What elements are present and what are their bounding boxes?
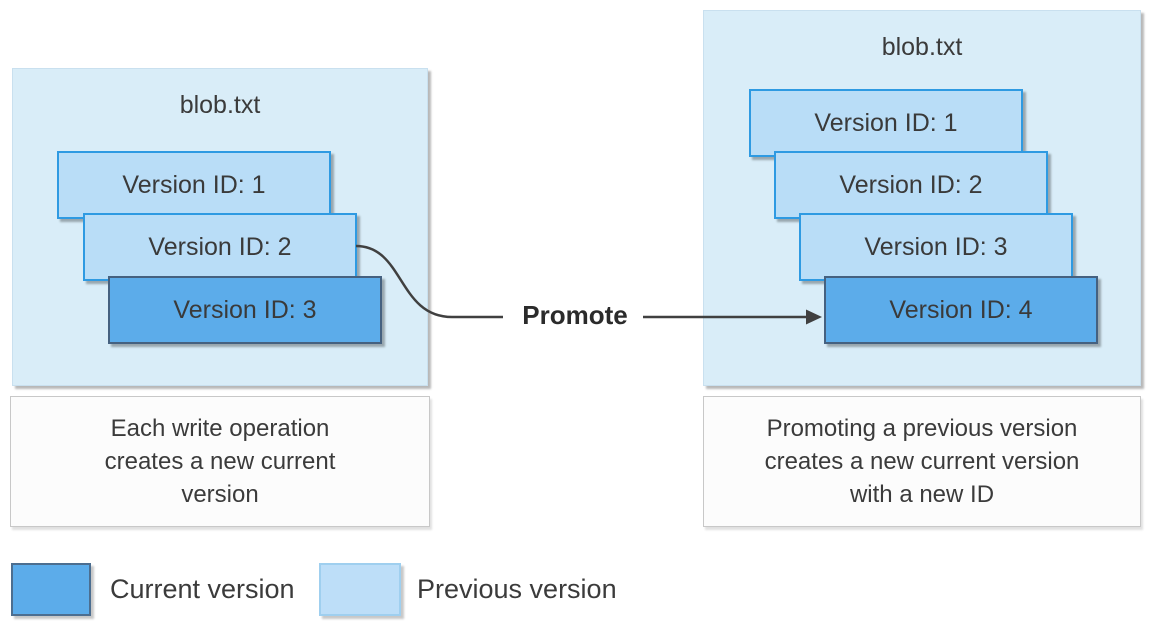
left-version-3-current-box: Version ID: 3	[108, 276, 382, 344]
right-version-1-label: Version ID: 1	[814, 108, 958, 137]
right-caption-box: Promoting a previous version creates a n…	[703, 396, 1141, 527]
left-version-1-box: Version ID: 1	[57, 151, 331, 219]
legend-current-version-label: Current version	[110, 574, 295, 604]
legend-current-version-swatch	[11, 563, 91, 616]
right-caption-text: Promoting a previous version creates a n…	[764, 415, 1080, 508]
legend-previous-version-swatch	[319, 563, 401, 616]
right-version-4-label: Version ID: 4	[889, 295, 1033, 324]
left-caption-box: Each write operation creates a new curre…	[10, 396, 430, 527]
left-version-2-box: Version ID: 2	[83, 213, 357, 281]
right-blob-title: blob.txt	[881, 33, 963, 61]
right-blob-panel: blob.txt Version ID: 1 Version ID: 2 Ver…	[703, 10, 1141, 386]
left-version-3-label: Version ID: 3	[173, 295, 317, 324]
right-version-2-label: Version ID: 2	[839, 170, 983, 199]
right-version-1-box: Version ID: 1	[749, 89, 1023, 157]
right-version-2-box: Version ID: 2	[774, 151, 1048, 219]
promote-label: Promote	[522, 300, 628, 330]
right-version-3-label: Version ID: 3	[864, 232, 1008, 261]
legend-previous-version-label: Previous version	[417, 574, 617, 604]
right-version-4-current-box: Version ID: 4	[824, 276, 1098, 344]
left-blob-title: blob.txt	[179, 91, 261, 119]
left-caption-text: Each write operation creates a new curre…	[104, 415, 336, 508]
left-blob-panel: blob.txt Version ID: 1 Version ID: 2 Ver…	[12, 68, 428, 386]
right-version-3-box: Version ID: 3	[799, 213, 1073, 281]
left-version-1-label: Version ID: 1	[122, 170, 266, 199]
left-version-2-label: Version ID: 2	[148, 232, 292, 261]
